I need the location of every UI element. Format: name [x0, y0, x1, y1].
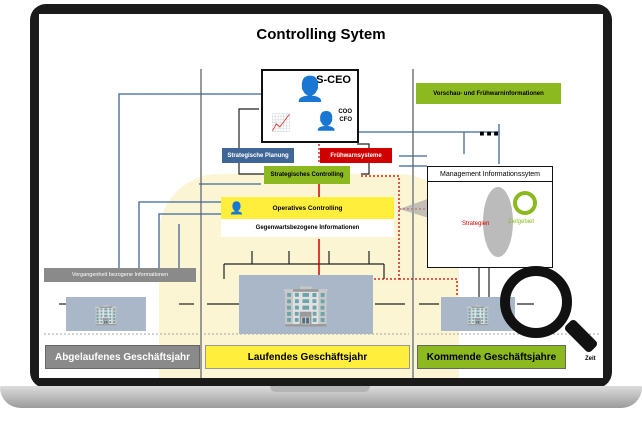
building-current-icon: 🏢	[239, 275, 373, 334]
target-icon	[513, 191, 537, 215]
year-future: Kommende Geschäftsjahre	[417, 345, 566, 369]
coo-person-icon: 👤	[315, 111, 338, 131]
laptop-base	[0, 386, 642, 408]
ceo-box: S-CEO 👤 📈 👤 COO CFO	[261, 69, 359, 143]
strategisches-controlling-box: Strategisches Controlling	[264, 166, 350, 184]
laptop-notch	[270, 386, 370, 392]
mis-title: Management Informationssytem	[428, 167, 552, 182]
operator-icon: 👤	[229, 201, 244, 215]
magnifier-icon	[500, 266, 572, 338]
vergangenheit-box: Vergangenheit bezogene Informationen	[44, 268, 196, 282]
gegenwart-box: Gegenwartsbezogene Informationen	[221, 219, 394, 237]
zeit-label: Zeit	[585, 356, 596, 362]
coo-label: COO	[338, 109, 352, 115]
fruehwarnsysteme-box: Frühwarnsysteme	[320, 148, 392, 163]
operatives-controlling-label: Operatives Controlling	[272, 204, 343, 212]
ceo-person-icon: 👤	[295, 76, 325, 103]
year-past: Abgelaufenes Geschäftsjahr	[45, 345, 200, 369]
funnel-ellipse	[483, 187, 513, 257]
ceo-label: S-CEO	[316, 74, 351, 86]
ellipsis: ■ ■ ■	[479, 128, 499, 138]
year-current: Laufendes Geschäftsjahr	[205, 345, 410, 369]
strategische-planung-box: Strategische Planung	[222, 148, 294, 163]
strategien-label: Strategien	[462, 221, 490, 227]
building-past-icon: 🏢	[66, 297, 146, 331]
page-title: Controlling Sytem	[256, 25, 386, 43]
operatives-controlling-box: 👤 Operatives Controlling	[221, 197, 394, 219]
cfo-label: CFO	[339, 117, 352, 123]
screen: Controlling Sytem S-CEO 👤 📈 👤 COO CFO St…	[39, 14, 603, 378]
vorschau-box: Vorschau- und Frühwarninformationen	[416, 83, 561, 104]
presentation-icon: 📈	[271, 115, 291, 132]
mis-box: Management Informationssytem Strategien …	[427, 166, 553, 268]
zielgebiet-label: Zielgebiet	[508, 219, 535, 225]
